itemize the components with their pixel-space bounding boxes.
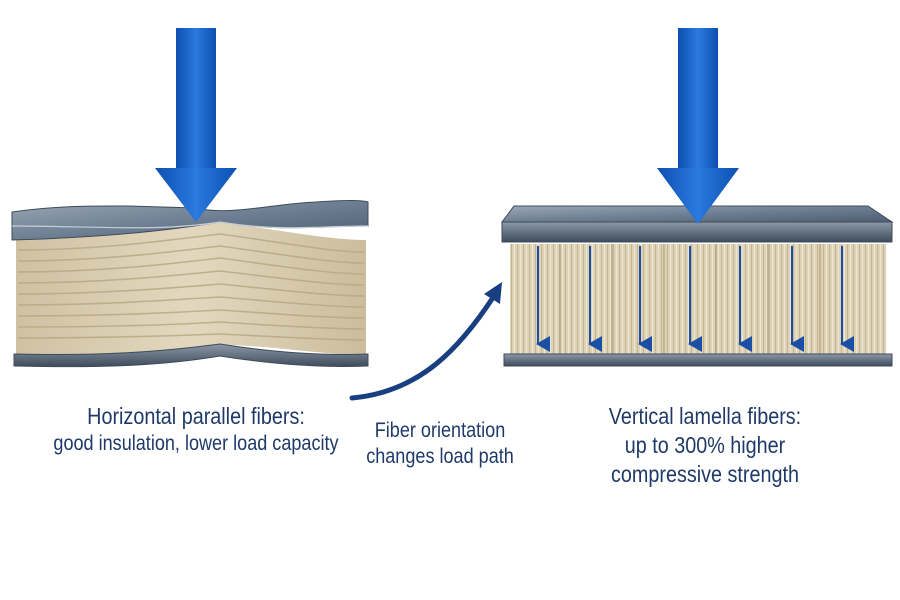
middle-caption-line2: changes load path <box>366 445 514 469</box>
right-caption-title: Vertical lamella fibers: <box>608 403 802 429</box>
vertical-lamella-panel <box>501 205 894 367</box>
bottom-plate-flat <box>503 353 893 367</box>
vertical-fiber-body <box>510 244 886 356</box>
left-caption-title: Horizontal parallel fibers: <box>87 403 305 429</box>
right-caption: Vertical lamella fibers: up to 300% high… <box>563 402 847 488</box>
horizontal-fiber-panel <box>11 200 369 368</box>
top-plate-bent <box>11 200 369 241</box>
bottom-plate-bent <box>13 343 369 368</box>
middle-caption: Fiber orientation changes load path <box>352 418 527 471</box>
middle-caption-line1: Fiber orientation <box>374 419 506 442</box>
arrow-down-icon <box>657 28 739 224</box>
curved-arrow-icon <box>349 282 502 401</box>
left-caption-body: good insulation, lower load capacity <box>53 431 339 455</box>
arrow-down-icon <box>155 28 237 222</box>
horizontal-fiber-body <box>16 222 366 356</box>
right-caption-line1: up to 300% higher <box>624 431 786 458</box>
right-caption-line2: compressive strength <box>611 460 799 487</box>
lamella-joints <box>559 244 821 356</box>
internal-load-arrows <box>536 246 854 352</box>
left-caption: Horizontal parallel fibers: good insulat… <box>27 402 364 457</box>
horizontal-fiber-lines <box>17 233 365 341</box>
